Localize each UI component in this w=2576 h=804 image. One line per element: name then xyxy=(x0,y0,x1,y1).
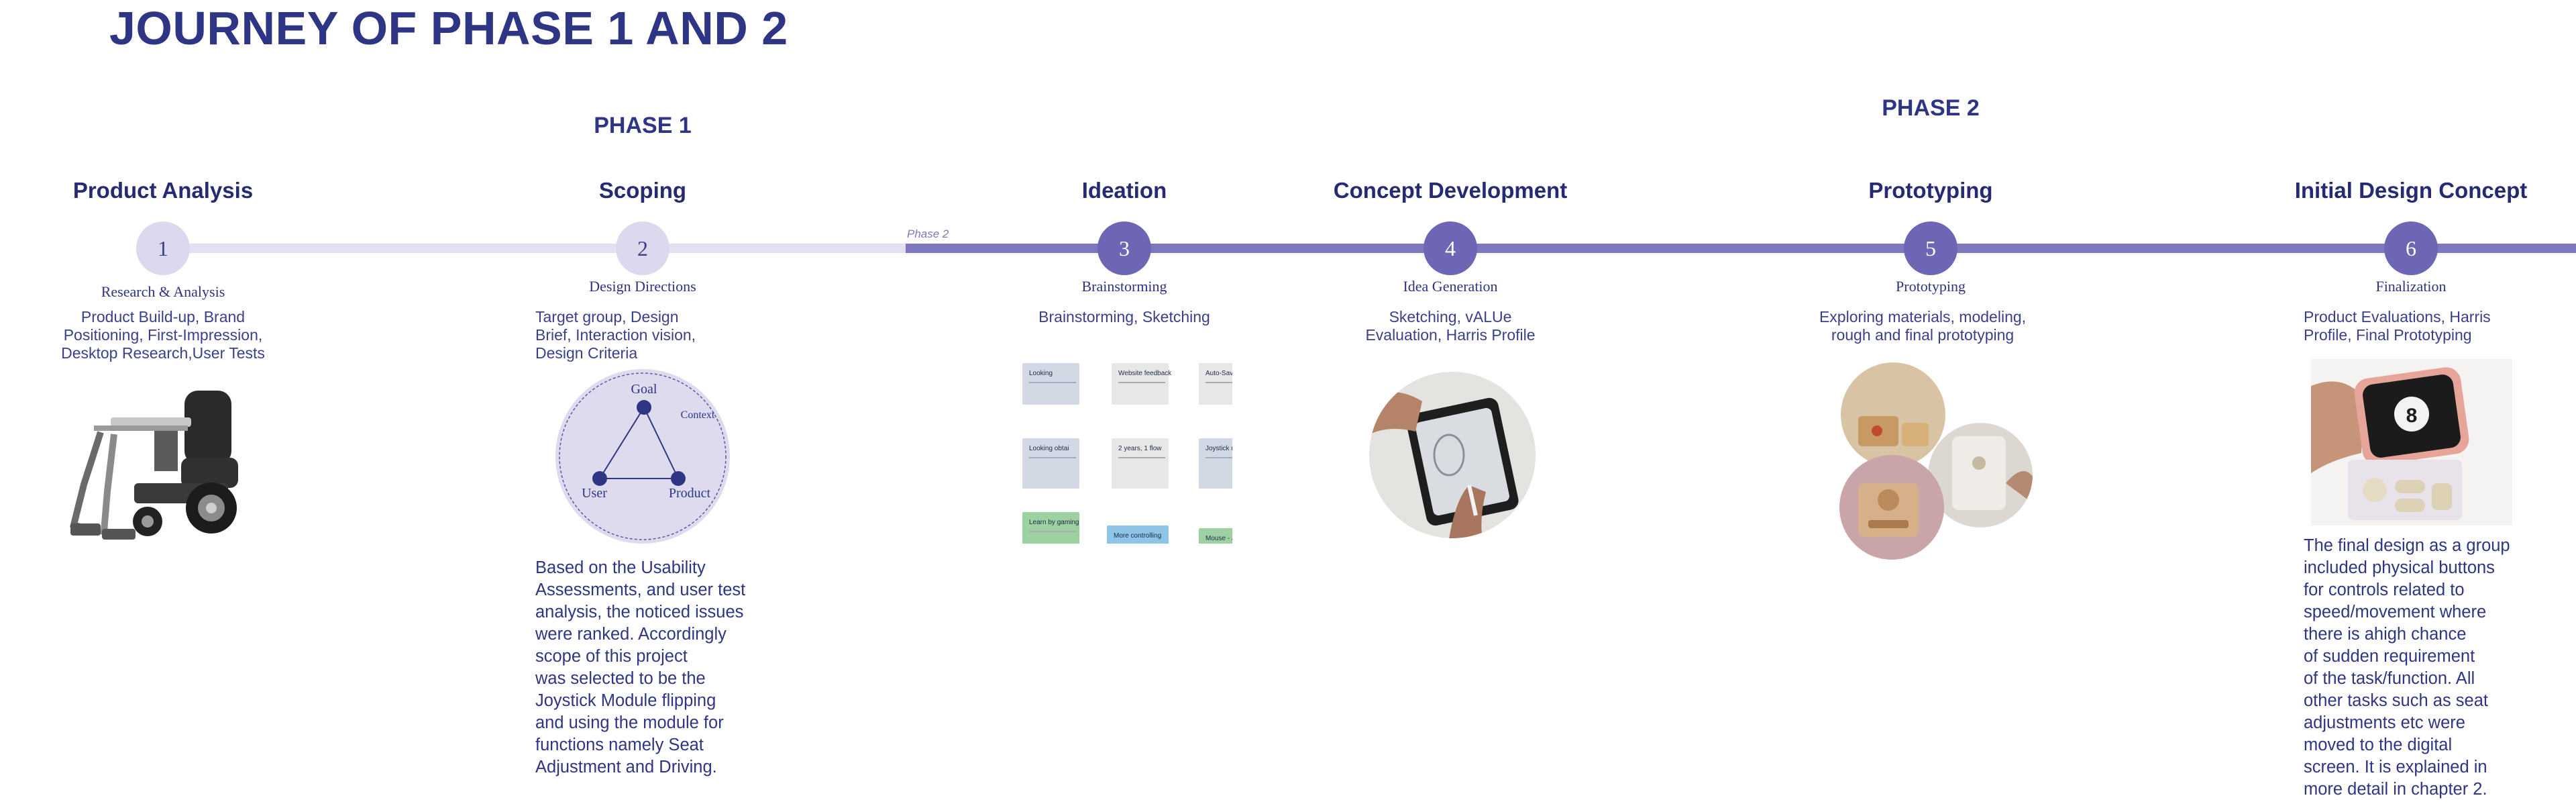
sticky-note: Learn by gaming xyxy=(1022,512,1079,544)
step-4-description: Sketching, vALUe Evaluation, Harris Prof… xyxy=(1330,308,1571,344)
step-4-node: 4 xyxy=(1424,221,1477,275)
sticky-note: Website feedback xyxy=(1112,363,1169,405)
final-design-paragraph: The final design as a group included phy… xyxy=(2304,535,2559,801)
page-title: JOURNEY OF PHASE 1 AND 2 xyxy=(109,1,788,55)
step-6-description: Product Evaluations, Harris Profile, Fin… xyxy=(2304,308,2545,344)
ideation-sticky-board: Looking Website feedback Auto-Save Looki… xyxy=(1014,359,1232,544)
sticky-note: Looking obtai xyxy=(1022,438,1079,489)
timeline-phase2 xyxy=(906,244,2576,253)
user-node xyxy=(592,471,607,486)
stage-title-initial-design-concept: Initial Design Concept xyxy=(2295,178,2528,203)
goal-label: Goal xyxy=(631,382,657,397)
sticky-note: More controlling xyxy=(1107,525,1169,544)
step-3-subtitle: Brainstorming xyxy=(1081,278,1167,295)
step-4-subtitle: Idea Generation xyxy=(1403,278,1497,295)
step-2-subtitle: Design Directions xyxy=(589,278,696,295)
stage-title-scoping: Scoping xyxy=(599,178,686,203)
product-label: Product xyxy=(669,486,711,501)
stage-title-product-analysis: Product Analysis xyxy=(73,178,253,203)
step-5-description: Exploring materials, modeling, rough and… xyxy=(1795,308,2050,344)
prototyping-photos xyxy=(1838,362,2033,564)
sticky-note: Looking xyxy=(1022,363,1079,405)
phase-1-label: PHASE 1 xyxy=(594,113,692,139)
phase-2-label: PHASE 2 xyxy=(1882,95,1980,121)
timeline-phase1 xyxy=(162,244,906,253)
final-prototype-photo: 8 xyxy=(2311,359,2512,525)
sticky-note: Joystick mov xyxy=(1199,438,1232,489)
wheelchair-image xyxy=(54,370,255,558)
step-3-node: 3 xyxy=(1097,221,1151,275)
sticky-note: 2 years, 1 flow xyxy=(1112,438,1169,489)
phase-2-marker: Phase 2 xyxy=(907,228,949,241)
goal-user-product-diagram: Goal Context User Product xyxy=(552,366,733,547)
step-1-subtitle: Research & Analysis xyxy=(101,283,225,301)
product-node xyxy=(671,471,686,486)
stage-title-concept-development: Concept Development xyxy=(1334,178,1567,203)
context-label: Context xyxy=(681,409,715,421)
stage-title-ideation: Ideation xyxy=(1082,178,1167,203)
sticky-note: Auto-Save xyxy=(1199,363,1232,405)
step-6-subtitle: Finalization xyxy=(2375,278,2446,295)
step-1-description: Product Build-up, Brand Positioning, Fir… xyxy=(42,308,284,362)
step-6-node: 6 xyxy=(2384,221,2438,275)
tablet-sketch-photo xyxy=(1368,371,1536,539)
stage-title-prototyping: Prototyping xyxy=(1868,178,1992,203)
sticky-note: Mouse - Jo xyxy=(1199,528,1232,544)
scoping-paragraph: Based on the Usability Assessments, and … xyxy=(535,557,777,778)
step-5-subtitle: Prototyping xyxy=(1896,278,1966,295)
step-2-node: 2 xyxy=(616,221,669,275)
phone-screen-digit: 8 xyxy=(2406,405,2418,427)
step-1-node: 1 xyxy=(136,221,190,275)
goal-node xyxy=(637,400,651,415)
step-5-node: 5 xyxy=(1904,221,1957,275)
step-3-description: Brainstorming, Sketching xyxy=(1004,308,1245,326)
user-label: User xyxy=(582,486,607,501)
step-2-description: Target group, Design Brief, Interaction … xyxy=(535,308,763,362)
